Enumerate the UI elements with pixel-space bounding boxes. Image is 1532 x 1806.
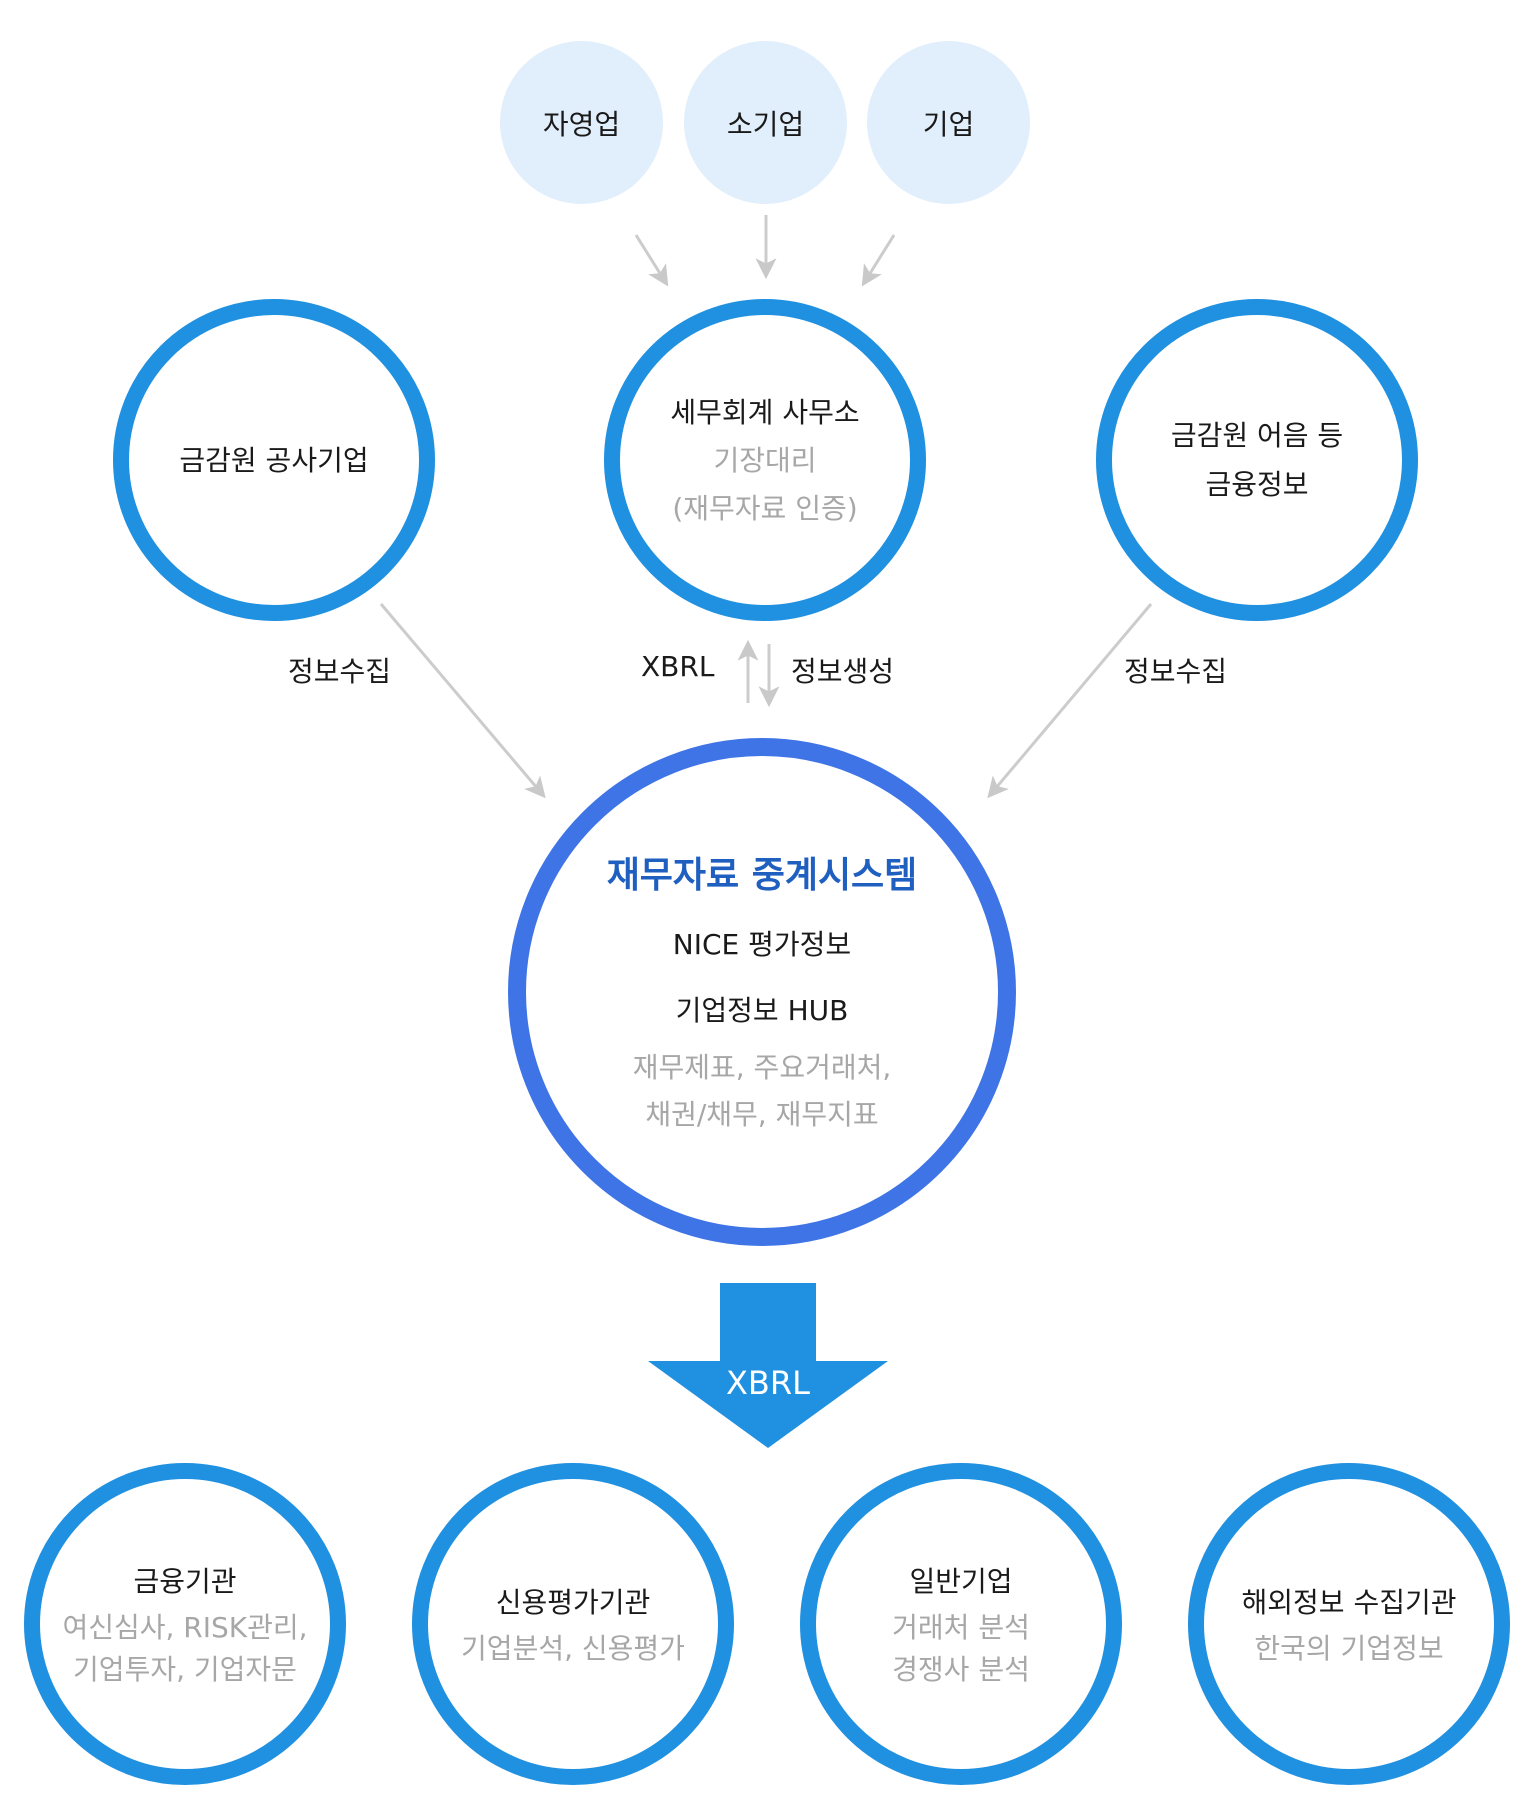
- source-label: 기업: [922, 107, 975, 141]
- hub-sub: 재무제표, 주요거래처,: [632, 1051, 892, 1084]
- consumer-financial-institutions: 금융기관 여신심사, RISK관리, 기업투자, 기업자문: [24, 1463, 346, 1785]
- consumer-sub: 경쟁사 분석: [892, 1653, 1030, 1686]
- arrow-source-1: [634, 234, 669, 287]
- hub-sub: 채권/채무, 재무지표: [645, 1098, 879, 1131]
- consumer-title: 일반기업: [909, 1565, 1013, 1598]
- source-label: 소기업: [726, 107, 805, 141]
- consumer-sub: 한국의 기업정보: [1254, 1632, 1444, 1665]
- consumer-general-companies: 일반기업 거래처 분석 경쟁사 분석: [800, 1463, 1122, 1785]
- source-circle-enterprise: 기업: [867, 41, 1030, 204]
- arrow-right-to-hub: [987, 603, 1153, 799]
- consumer-sub: 여신심사, RISK관리,: [62, 1611, 308, 1644]
- node-title: 금감원 어음 등: [1170, 419, 1344, 452]
- consumer-title: 해외정보 수집기관: [1241, 1586, 1457, 1619]
- consumer-title: 신용평가기관: [495, 1586, 651, 1619]
- edge-label-xbrl: XBRL: [641, 650, 715, 683]
- consumer-credit-rating-agencies: 신용평가기관 기업분석, 신용평가: [412, 1463, 734, 1785]
- output-arrow-label: XBRL: [726, 1364, 810, 1402]
- consumer-overseas-info-collectors: 해외정보 수집기관 한국의 기업정보: [1188, 1463, 1510, 1785]
- consumer-sub: 기업분석, 신용평가: [461, 1632, 685, 1665]
- hub-line: 기업정보 HUB: [675, 994, 849, 1027]
- node-title: 세무회계 사무소: [670, 395, 860, 429]
- node-tax-accounting-office: 세무회계 사무소 기장대리 (재무자료 인증): [604, 299, 926, 621]
- hub-circle: 재무자료 중계시스템 NICE 평가정보 기업정보 HUB 재무제표, 주요거래…: [508, 738, 1016, 1246]
- node-title: 금감원 공사기업: [179, 443, 369, 477]
- node-sub: (재무자료 인증): [672, 491, 858, 525]
- source-circle-small-business: 소기업: [684, 41, 847, 204]
- consumer-sub: 기업투자, 기업자문: [73, 1653, 297, 1686]
- node-fss-listed-companies: 금감원 공사기업: [113, 299, 435, 621]
- arrow-source-3: [861, 234, 896, 287]
- arrow-left-to-hub: [379, 603, 546, 799]
- consumer-sub: 거래처 분석: [892, 1611, 1030, 1644]
- edge-label-left: 정보수집: [288, 655, 392, 688]
- node-sub: 기장대리: [713, 443, 817, 477]
- edge-label-generate: 정보생성: [791, 655, 895, 688]
- output-arrow: [648, 1283, 888, 1448]
- hub-line: NICE 평가정보: [672, 928, 852, 961]
- node-fss-financial-info: 금감원 어음 등 금융정보: [1096, 299, 1418, 621]
- consumer-title: 금융기관: [133, 1565, 237, 1598]
- source-label: 자영업: [542, 107, 621, 141]
- hub-title: 재무자료 중계시스템: [606, 855, 918, 896]
- edge-label-right: 정보수집: [1124, 655, 1228, 688]
- node-title: 금융정보: [1205, 468, 1309, 501]
- source-circle-self-employed: 자영업: [500, 41, 663, 204]
